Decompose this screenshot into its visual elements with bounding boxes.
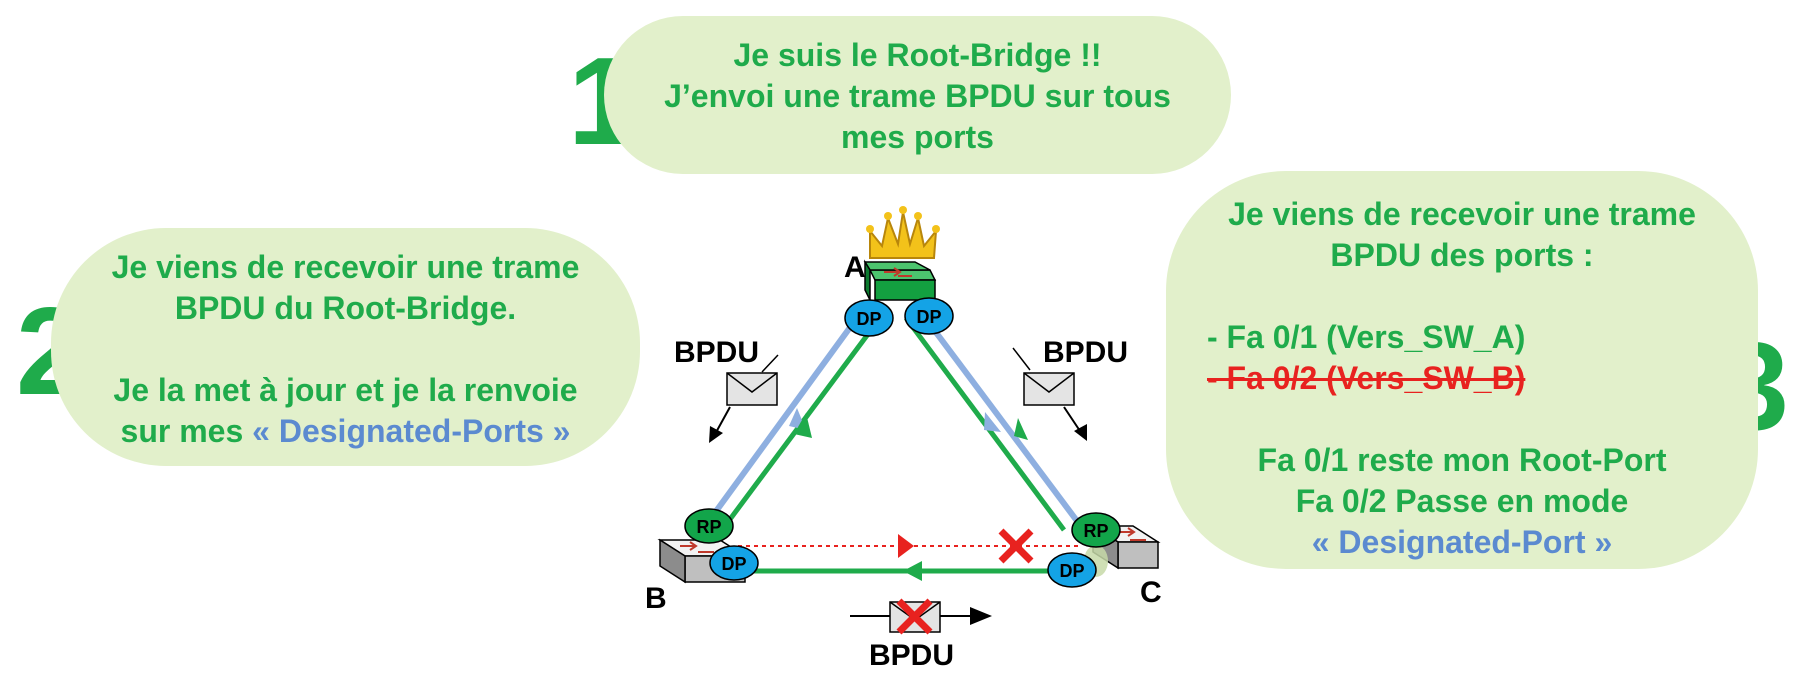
step-2-last-line: sur mes « Designated-Ports » bbox=[51, 411, 640, 452]
port-c-root: RP bbox=[1071, 512, 1121, 548]
port-fa02-strikethrough: - Fa 0/2 (Vers_SW_B) bbox=[1207, 360, 1526, 396]
switch-a-icon bbox=[863, 259, 937, 301]
port-b-root: RP bbox=[684, 508, 734, 544]
designated-port-highlight: « Designated-Port » bbox=[1311, 524, 1613, 560]
port-c-root-label: RP bbox=[1083, 521, 1108, 541]
step-1-line: J’envoi une trame BPDU sur tous bbox=[664, 78, 1171, 114]
arrow-down-icon bbox=[1014, 418, 1028, 440]
step-2-line: BPDU du Root-Bridge. bbox=[174, 290, 517, 326]
port-b-root-label: RP bbox=[696, 517, 721, 537]
switch-c-label: C bbox=[1140, 576, 1162, 609]
port-a-right: DP bbox=[904, 297, 954, 335]
port-a-left-label: DP bbox=[856, 309, 881, 329]
switch-b-label: B bbox=[645, 582, 667, 615]
step-1-line: Je suis le Root-Bridge !! bbox=[733, 37, 1102, 73]
crown-icon bbox=[866, 206, 940, 259]
link-a-b-blue bbox=[703, 309, 865, 527]
step-3-intro-line: Je viens de recevoir une trame bbox=[1228, 196, 1696, 232]
step-2-last-prefix: sur mes bbox=[120, 413, 253, 449]
bpdu-blocked-x-icon bbox=[896, 598, 933, 635]
bpdu-left-envelope-icon bbox=[709, 354, 779, 443]
port-fa02-blocked-line: - Fa 0/2 (Vers_SW_B) bbox=[1166, 358, 1758, 399]
switch-a-label: A bbox=[844, 251, 866, 284]
step-1-line: mes ports bbox=[841, 119, 994, 155]
designated-ports-highlight: « Designated-Ports » bbox=[252, 413, 571, 449]
blocked-x-icon bbox=[998, 528, 1034, 564]
bpdu-right-envelope-icon bbox=[1012, 347, 1087, 441]
port-fa01-line: - Fa 0/1 (Vers_SW_A) bbox=[1207, 319, 1526, 355]
bpdu-bottom-label: BPDU bbox=[869, 639, 954, 672]
step-3-outro-line: Fa 0/2 Passe en mode bbox=[1295, 483, 1629, 519]
arrow-right-icon bbox=[898, 534, 914, 558]
link-a-c-blue bbox=[917, 309, 1083, 527]
port-a-right-label: DP bbox=[916, 307, 941, 327]
step-2-line: Je viens de recevoir une trame bbox=[111, 249, 580, 285]
step-3-intro-line: BPDU des ports : bbox=[1330, 237, 1594, 273]
step-2-bubble: Je viens de recevoir une trame BPDU du R… bbox=[51, 228, 640, 466]
arrow-left-icon bbox=[903, 561, 922, 581]
step-1-bubble: Je suis le Root-Bridge !! J’envoi une tr… bbox=[604, 16, 1231, 174]
port-b-designated-label: DP bbox=[721, 554, 746, 574]
arrow-up-icon bbox=[794, 413, 812, 438]
bpdu-left-label: BPDU bbox=[674, 336, 759, 369]
step-3-bubble: Je viens de recevoir une trame BPDU des … bbox=[1166, 171, 1758, 569]
step-2-line: Je la met à jour et je la renvoie bbox=[113, 372, 578, 408]
port-b-designated: DP bbox=[709, 545, 759, 581]
port-c-designated: DP bbox=[1047, 552, 1097, 588]
port-c-designated-label: DP bbox=[1059, 561, 1084, 581]
step-3-outro-line: Fa 0/1 reste mon Root-Port bbox=[1257, 442, 1667, 478]
arrow-up-icon bbox=[984, 412, 1001, 432]
port-a-left: DP bbox=[844, 299, 894, 337]
bpdu-right-label: BPDU bbox=[1043, 336, 1128, 369]
